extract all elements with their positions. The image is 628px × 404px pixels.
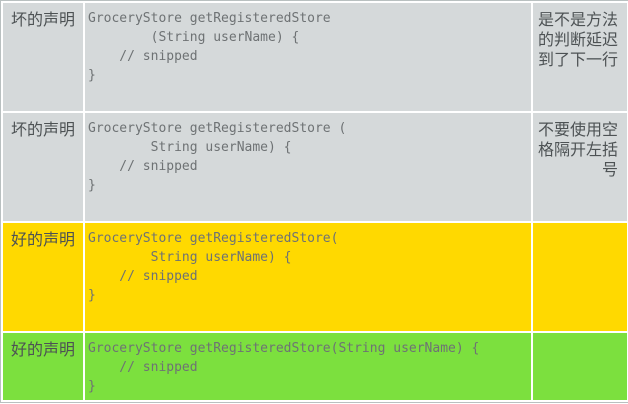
code-snippet: GroceryStore getRegisteredStore( String … [88, 231, 339, 303]
note-cell: 不要使用空格隔开左括号 [533, 113, 627, 221]
table-row-bad-1: 坏的声明 GroceryStore getRegisteredStore (St… [3, 3, 627, 111]
row-label: 好的声明 [3, 333, 83, 400]
note-cell [533, 223, 627, 331]
code-cell: GroceryStore getRegisteredStore ( String… [85, 113, 531, 221]
code-snippet: GroceryStore getRegisteredStore ( String… [88, 121, 347, 193]
row-label: 坏的声明 [3, 113, 83, 221]
note-cell [533, 333, 627, 400]
code-cell: GroceryStore getRegisteredStore (String … [85, 3, 531, 111]
code-cell: GroceryStore getRegisteredStore( String … [85, 223, 531, 331]
code-cell: GroceryStore getRegisteredStore(String u… [85, 333, 531, 400]
table-body: 坏的声明 GroceryStore getRegisteredStore (St… [3, 3, 627, 400]
table-row-bad-2: 坏的声明 GroceryStore getRegisteredStore ( S… [3, 113, 627, 221]
table-row-good-yellow: 好的声明 GroceryStore getRegisteredStore( St… [3, 223, 627, 331]
row-label: 坏的声明 [3, 3, 83, 111]
code-snippet: GroceryStore getRegisteredStore(String u… [88, 341, 480, 394]
table-row-good-green: 好的声明 GroceryStore getRegisteredStore(Str… [3, 333, 627, 400]
code-snippet: GroceryStore getRegisteredStore (String … [88, 11, 331, 83]
note-cell: 是不是方法的判断延迟到了下一行 [533, 3, 627, 111]
row-label: 好的声明 [3, 223, 83, 331]
